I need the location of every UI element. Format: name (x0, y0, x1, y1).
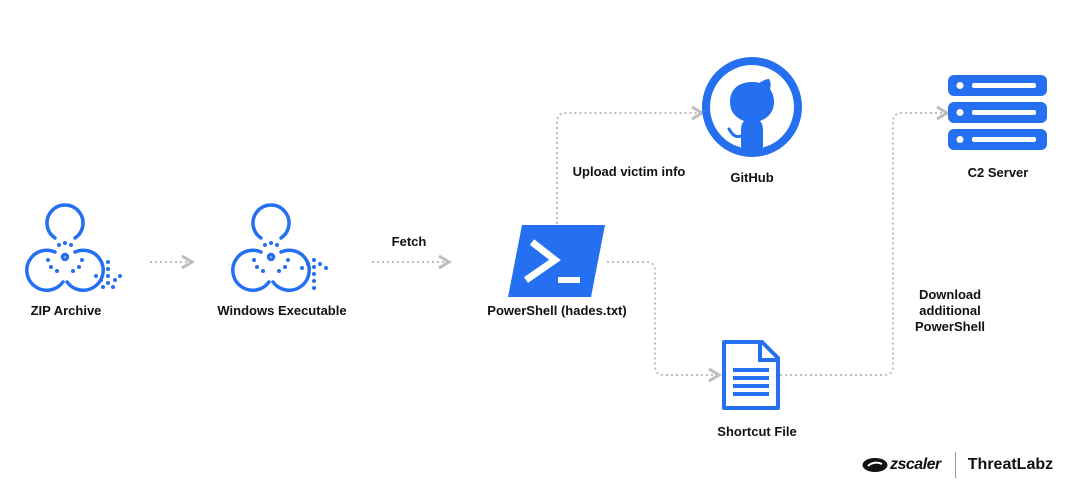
powershell-icon (508, 225, 605, 297)
download-line-3: PowerShell (914, 319, 986, 334)
download-edge-label: Download additional PowerShell (915, 287, 985, 335)
shortcut-file-label: Shortcut File (717, 424, 797, 439)
powershell-label: PowerShell (hades.txt) (487, 303, 627, 318)
arrow-powershell-to-shortcut (607, 261, 722, 383)
biohazard-upload-icon (231, 203, 328, 292)
zscaler-cloud-icon (862, 458, 888, 472)
arrow-powershell-to-github (556, 105, 705, 224)
threatlabz-wordmark: ThreatLabz (967, 456, 1054, 473)
download-line-1: Download (918, 287, 982, 302)
c2-server-label: C2 Server (967, 165, 1029, 180)
fetch-edge-label: Fetch (391, 234, 427, 249)
document-icon (722, 340, 780, 410)
download-line-2: additional (919, 303, 981, 318)
server-icon (948, 75, 1047, 150)
windows-executable-label: Windows Executable (217, 303, 347, 318)
github-icon (702, 57, 802, 157)
biohazard-download-icon (25, 203, 122, 292)
github-label: GitHub (730, 170, 774, 185)
branding-logo: zscaler ThreatLabz (862, 452, 1053, 478)
arrow-shortcut-to-c2 (780, 105, 950, 376)
zscaler-wordmark: zscaler (890, 456, 941, 473)
zip-archive-label: ZIP Archive (30, 303, 102, 318)
upload-edge-label: Upload victim info (572, 164, 686, 179)
logo-divider (954, 452, 956, 478)
